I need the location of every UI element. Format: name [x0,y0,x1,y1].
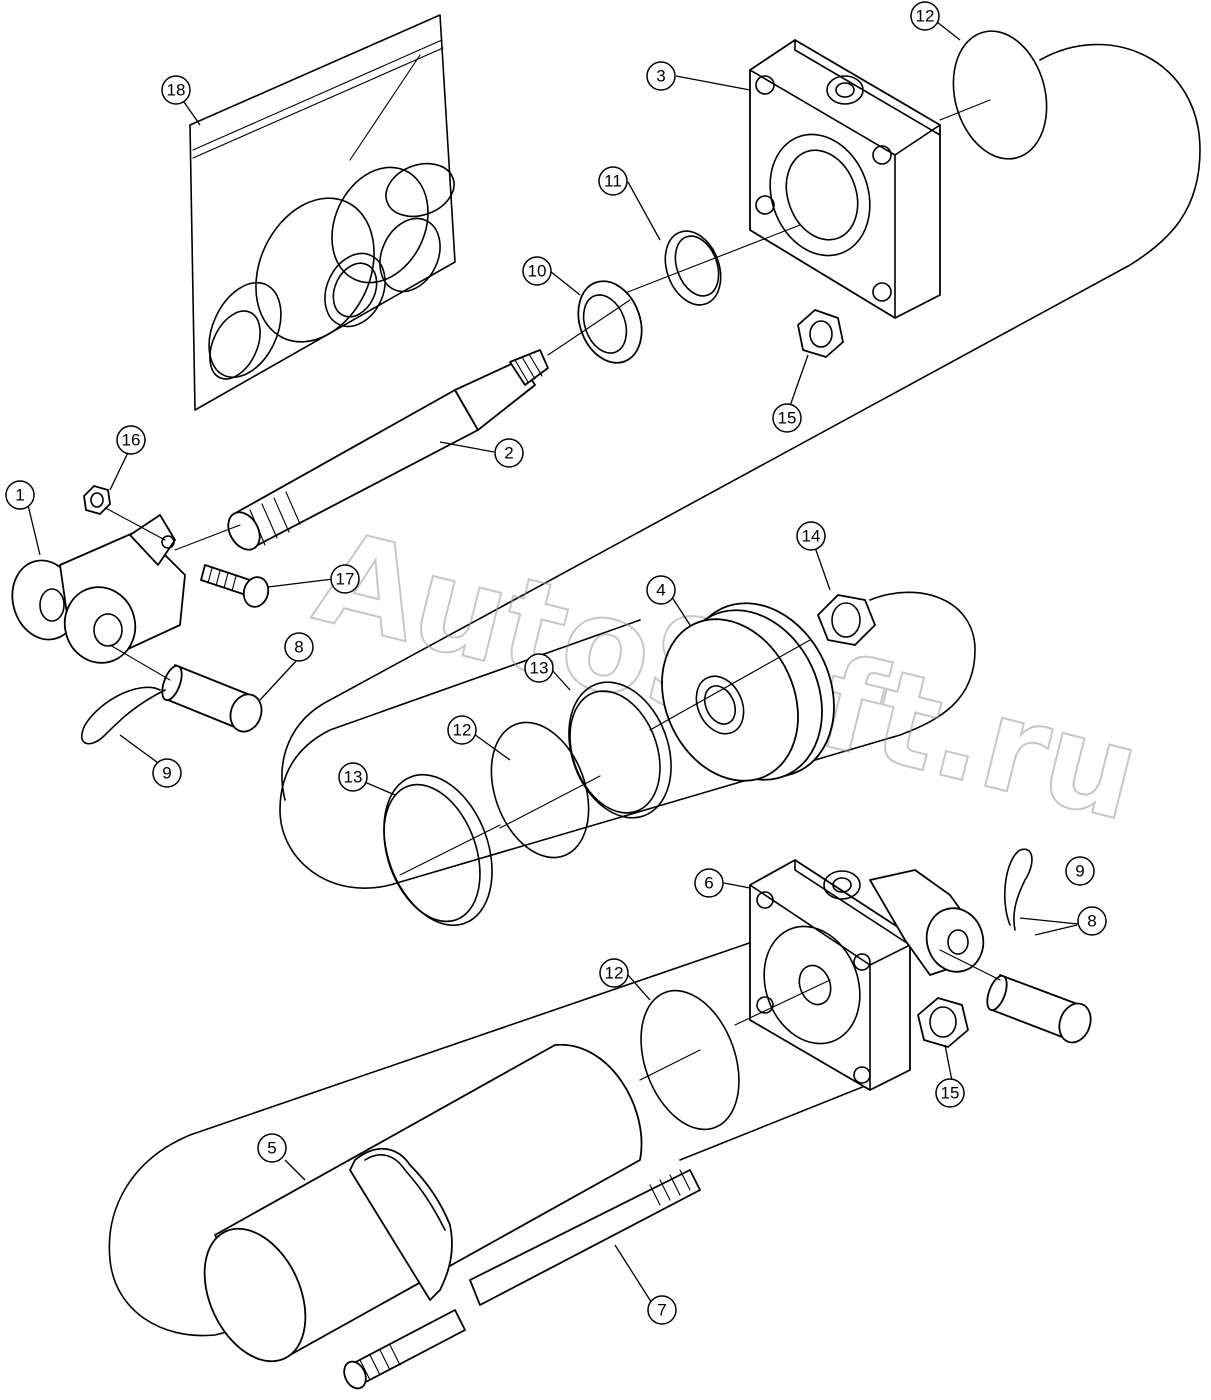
tie-rod-nut-upper [797,309,844,358]
callout-8-right: 8 [1077,906,1107,936]
base-end-cap [734,859,985,1091]
callout-16: 16 [116,425,146,455]
tie-rod-nut-lower [917,997,969,1048]
svg-text:2: 2 [504,444,513,463]
rod-end-clevis [11,504,186,664]
svg-text:12: 12 [916,7,935,26]
callout-15-upper: 15 [772,403,802,433]
svg-text:8: 8 [294,638,303,657]
svg-text:11: 11 [604,172,622,191]
svg-text:12: 12 [605,964,624,983]
svg-text:15: 15 [778,409,797,428]
svg-text:5: 5 [267,1139,276,1158]
middle-group-envelope [279,591,976,889]
callout-12-lower: 12 [599,958,629,988]
callout-10: 10 [522,256,552,286]
hair-pin-clip-left [81,686,166,745]
callout-13-upper: 13 [524,653,554,683]
callout-1: 1 [5,480,35,510]
callout-3: 3 [646,61,676,91]
rod-seal [619,224,801,306]
piston-nut [817,594,876,646]
backup-ring-upper [568,681,672,819]
svg-text:12: 12 [453,721,472,740]
svg-text:14: 14 [802,527,821,546]
svg-text:10: 10 [528,262,547,281]
callout-15-lower: 15 [935,1078,965,1108]
svg-text:13: 13 [344,768,363,787]
backup-ring-lower [383,773,501,927]
svg-text:4: 4 [656,581,665,600]
svg-text:9: 9 [162,764,171,783]
svg-text:6: 6 [704,874,713,893]
callout-14: 14 [796,521,826,551]
callout-18: 18 [161,75,191,105]
svg-text:17: 17 [336,570,355,589]
callout-9-left: 9 [152,758,182,788]
svg-text:7: 7 [657,1301,666,1320]
svg-text:9: 9 [1075,862,1084,881]
svg-text:3: 3 [656,67,665,86]
o-ring-lower [639,989,740,1131]
callout-5: 5 [257,1133,287,1163]
callout-11: 11 [598,166,628,196]
seal-kit-bag [189,14,456,411]
callout-17: 17 [330,564,360,594]
clevis-pin-right [939,949,1092,1044]
callout-2: 2 [494,438,524,468]
lock-nut [83,485,111,515]
clevis-pin-left [109,644,263,733]
head-gland [749,39,991,319]
svg-text:16: 16 [122,431,141,450]
upper-group-envelope [281,43,1201,801]
svg-text:1: 1 [15,486,24,505]
svg-text:18: 18 [167,81,186,100]
callout-9-right: 9 [1065,856,1095,886]
callout-12-top: 12 [910,1,940,31]
svg-text:15: 15 [941,1084,960,1103]
svg-text:8: 8 [1087,912,1096,931]
cap-screw [200,564,270,608]
lower-group-envelope [108,904,881,1337]
cylinder-tube [203,1044,643,1363]
piston-rod [174,299,631,551]
callout-12-middle: 12 [447,715,477,745]
svg-text:13: 13 [530,659,549,678]
piston [649,602,835,782]
tie-rod [343,1169,701,1390]
callout-13-lower: 13 [338,762,368,792]
callout-8-left: 8 [284,632,314,662]
o-ring-top [952,30,1048,160]
callout-7: 7 [647,1295,677,1325]
hair-pin-clip-right [1004,848,1033,931]
o-ring-middle [490,721,601,859]
callout-6: 6 [694,868,724,898]
callout-4: 4 [646,575,676,605]
